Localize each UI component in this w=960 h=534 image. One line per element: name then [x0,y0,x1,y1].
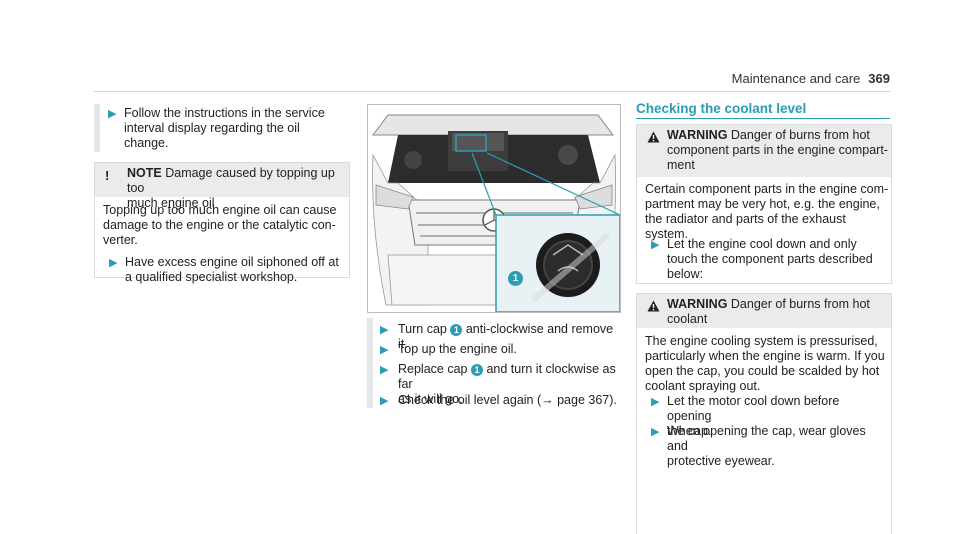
step-text: Replace cap [398,362,468,376]
step-replace-cap: Replace cap 1 and turn it clockwise as f… [398,362,618,407]
line: The engine cooling system is pressurised… [645,334,878,348]
step-bar [367,318,373,408]
note-icon: ! [105,168,110,183]
line: Danger of burns from hot [730,128,870,142]
line: verter. [103,233,138,247]
warning-title: WARNING Danger of burns from hot coolant [667,297,889,327]
page-header: Maintenance and care 369 [732,71,890,86]
step-oil-change: Follow the instructions in the service i… [124,106,344,151]
page-number: 369 [868,71,890,86]
warning-header: WARNING Danger of burns from hot coolant [637,294,891,328]
line: change. [124,136,169,150]
step-text: anti-clockwise and remove it. [398,322,614,351]
arrow-bullet-icon: ▶ [380,324,389,336]
line: component parts in the engine compart- [667,143,888,157]
header-rule [94,91,890,92]
note-action: Have excess engine oil siphoned off at a… [125,255,345,285]
arrow-bullet-icon: ▶ [651,239,660,251]
warning-body: The engine cooling system is pressurised… [645,334,889,394]
step-bar [94,104,100,152]
line: Follow the instructions in the service [124,106,325,120]
line: open the cap, you could be scalded by ho… [645,364,880,378]
line: Let the engine cool down and only [667,237,857,251]
title-rule [636,118,890,119]
line: Certain component parts in the engine co… [645,182,889,196]
line: Danger of burns from hot [730,297,870,311]
warning-body: Certain component parts in the engine co… [645,182,889,242]
arrow-bullet-icon: ▶ [380,395,389,407]
callout-1: 1 [450,323,463,336]
warning-title: WARNING Danger of burns from hot compone… [667,128,889,173]
line: damage to the engine or the catalytic co… [103,218,336,232]
note-box: ! NOTE Damage caused by topping up too m… [94,162,350,284]
warning-action: Let the engine cool down and only touch … [667,237,887,282]
arrow-bullet-icon: ▶ [380,344,389,356]
callout-1: 1 [508,271,523,286]
note-label: NOTE [127,166,162,180]
note-header: ! NOTE Damage caused by topping up too m… [95,163,349,210]
line: below: [667,267,704,281]
line: ment [667,158,695,172]
arrow-bullet-icon: ▶ [109,257,118,269]
line: Topping up too much engine oil can cause [103,203,337,217]
line: the radiator and parts of the exhaust sy… [645,212,846,241]
warning-action: Let the motor cool down before opening t… [667,394,887,439]
car-engine-bay-image [368,105,620,312]
line: much engine oil [127,196,215,210]
arrow-bullet-icon: ▶ [380,364,389,376]
warning-label: WARNING [667,128,728,142]
note-body: Topping up too much engine oil can cause… [103,203,343,248]
warning-box-1: WARNING Danger of burns from hot compone… [636,124,892,284]
step-text: and turn it clockwise as far [398,362,616,391]
engine-illustration: 1 [367,104,621,313]
line: particularly when the engine is warm. If… [645,349,885,363]
warning-triangle-icon [647,131,660,143]
line: Have excess engine oil siphoned off at [125,255,339,269]
note-title: NOTE Damage caused by topping up too muc… [127,166,342,211]
step-turn-cap: Turn cap 1 anti-clockwise and remove it. [398,322,618,352]
line: When opening the cap, wear gloves and [667,424,866,453]
warning-triangle-icon [647,300,660,312]
line: Let the motor cool down before opening [667,394,840,423]
line: partment may be very hot, e.g. the engin… [645,197,880,211]
line: as it will go. [398,392,463,406]
line: the cap. [667,424,712,438]
section-title: Checking the coolant level [636,101,807,116]
warning-label: WARNING [667,297,728,311]
line: a qualified specialist workshop. [125,270,298,284]
line: interval display regarding the oil [124,121,300,135]
step-text: Turn cap [398,322,447,336]
step-top-up: Top up the engine oil. [398,342,517,356]
line: coolant [667,312,708,326]
line: Damage caused by topping up too [127,166,335,195]
callout-1: 1 [470,363,483,376]
line: coolant spraying out. [645,379,761,393]
warning-header: WARNING Danger of burns from hot compone… [637,125,891,177]
arrow-bullet-icon: ▶ [651,426,660,438]
line: touch the component parts described [667,252,873,266]
section-name: Maintenance and care [731,71,861,86]
step-check-level: Check the oil level again (→ page 367). [398,393,617,407]
warning-action: When opening the cap, wear gloves and pr… [667,424,887,469]
line: protective eyewear. [667,454,775,468]
warning-box-2: WARNING Danger of burns from hot coolant… [636,293,892,534]
arrow-bullet-icon: ▶ [651,396,660,408]
arrow-bullet-icon: ▶ [108,108,117,120]
